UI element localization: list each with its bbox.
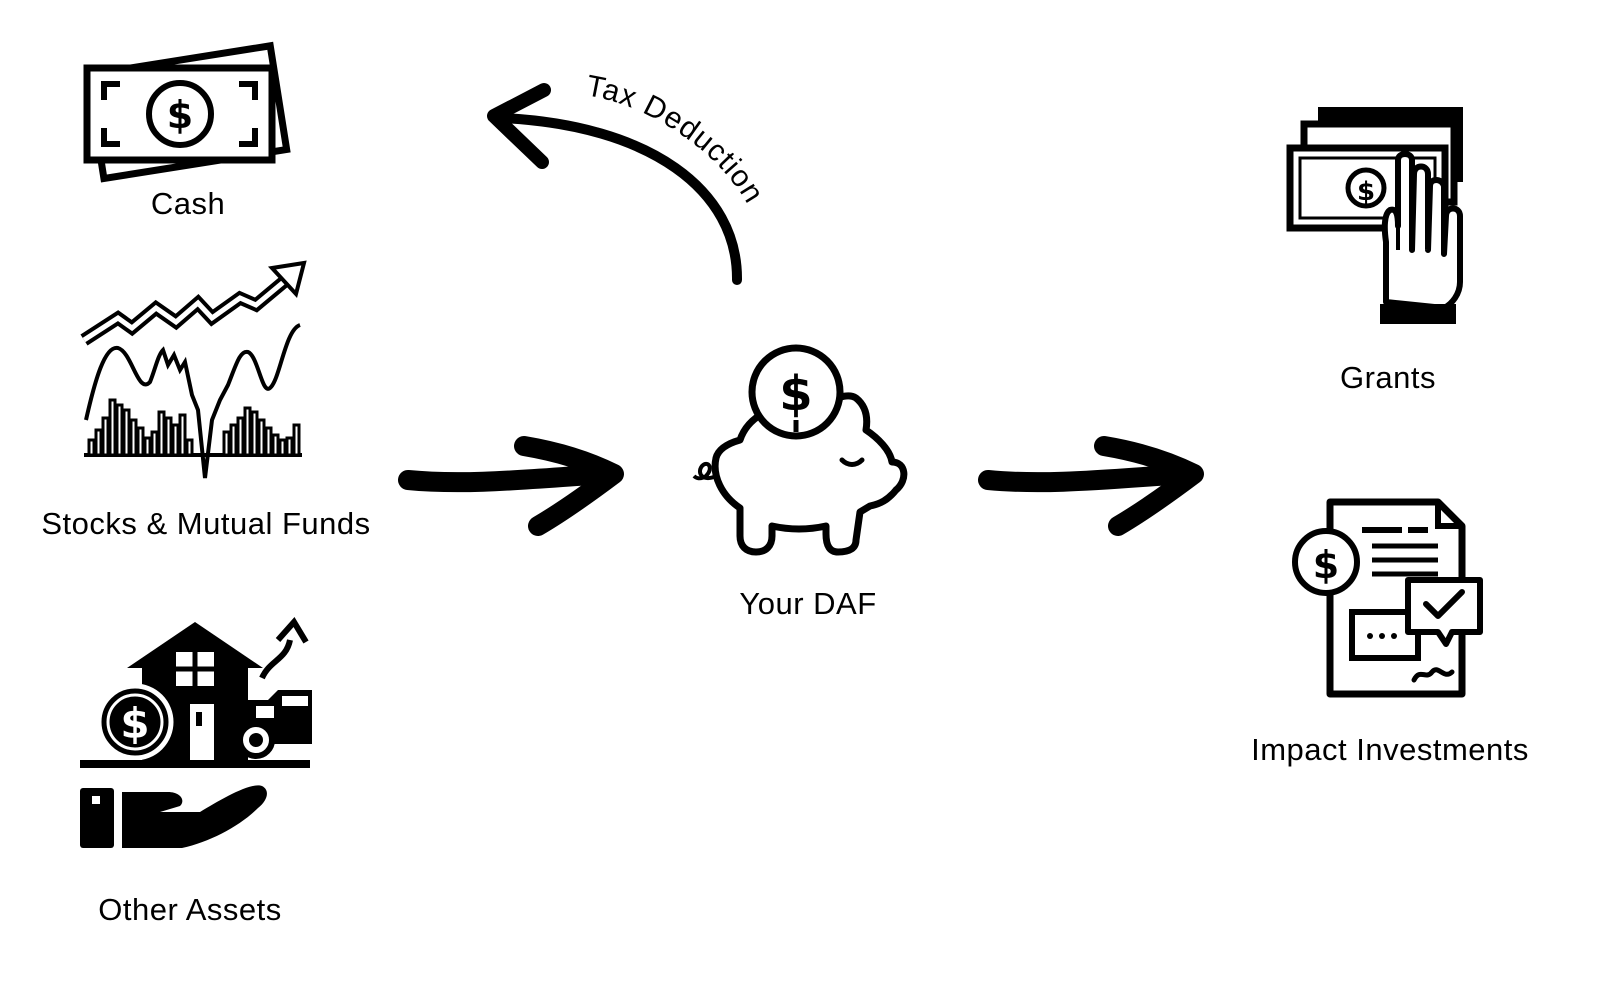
cash-label: Cash xyxy=(151,186,225,221)
svg-text:$: $ xyxy=(779,366,812,422)
svg-text:$: $ xyxy=(120,699,149,748)
grants-label: Grants xyxy=(1340,360,1436,395)
cash-banknote-icon: $ xyxy=(83,41,291,183)
other-assets-label: Other Assets xyxy=(98,892,281,927)
stocks-label: Stocks & Mutual Funds xyxy=(41,506,370,541)
curved-arrow-icon xyxy=(487,83,743,285)
impact-investments-label: Impact Investments xyxy=(1251,732,1529,767)
piggy-bank-icon: $ xyxy=(692,344,908,556)
flow-arrow-icon xyxy=(978,436,1204,536)
property-assets-hand-icon: $ xyxy=(80,616,312,848)
flow-arrow-icon xyxy=(398,436,624,536)
hand-money-icon: $ xyxy=(1286,107,1463,324)
investment-document-icon: $ xyxy=(1292,498,1483,698)
svg-text:$: $ xyxy=(1357,177,1375,207)
stock-chart-icon xyxy=(80,260,307,479)
your-daf-label: Your DAF xyxy=(739,586,876,621)
svg-text:$: $ xyxy=(167,93,193,137)
svg-text:$: $ xyxy=(1313,543,1339,587)
